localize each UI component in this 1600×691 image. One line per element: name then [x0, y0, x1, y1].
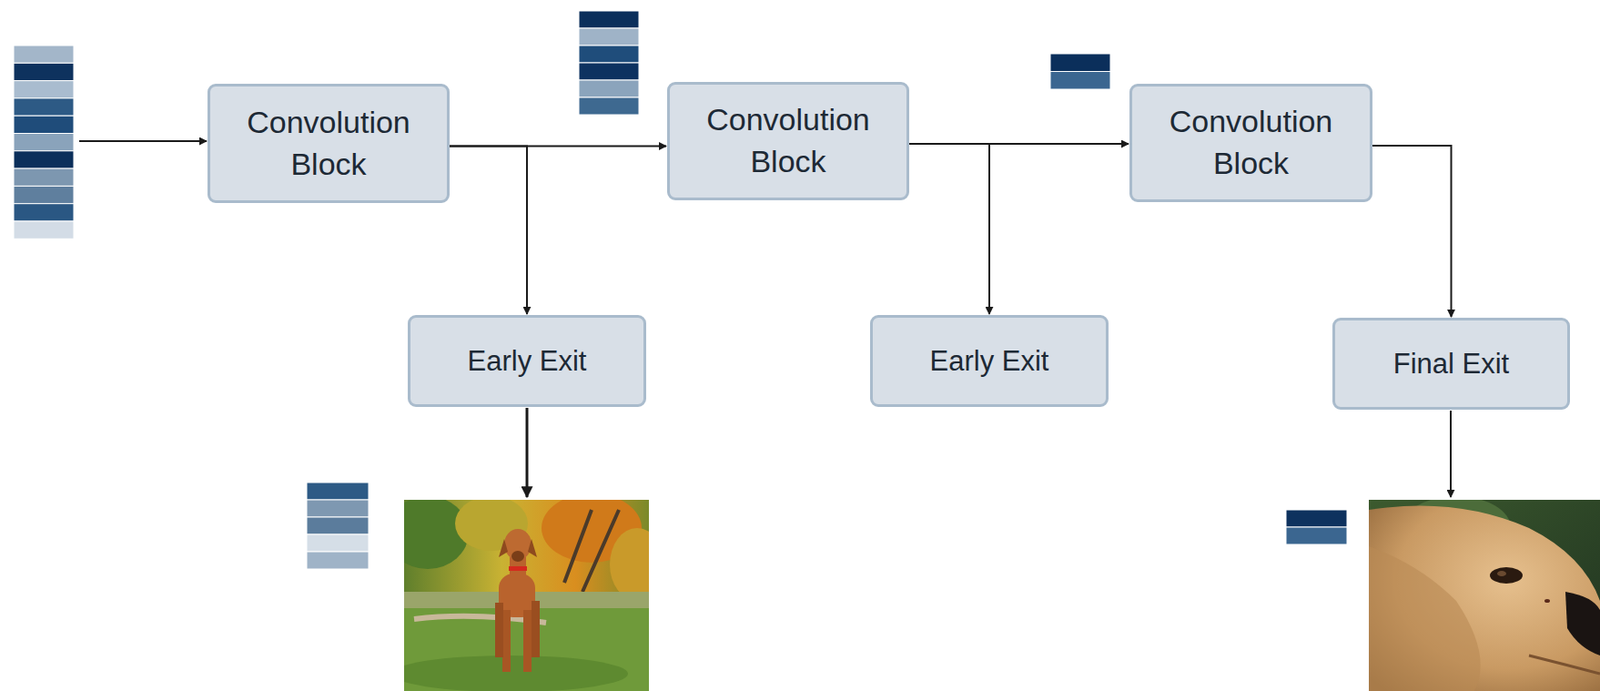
exit-box: Final Exit: [1332, 317, 1570, 410]
exit-box: Early Exit: [407, 314, 647, 407]
node-label: Convolution Block: [1138, 95, 1364, 191]
input-vector: [13, 45, 74, 239]
feature-vector: [1050, 53, 1111, 90]
output-vector: [1286, 509, 1347, 545]
flow-arrow: [449, 146, 527, 315]
exit-box: Early Exit: [870, 314, 1109, 407]
output-arrow: [526, 407, 529, 497]
node-label: Final Exit: [1380, 339, 1522, 389]
process-box: Convolution Block: [1129, 83, 1373, 203]
node-label: Convolution Block: [216, 96, 441, 192]
output-vector: [306, 482, 369, 569]
flow-arrow: [909, 143, 990, 314]
feature-vector: [578, 10, 639, 115]
output-arrow: [1449, 410, 1452, 497]
dog-photo: [404, 499, 649, 691]
process-box: Convolution Block: [667, 81, 910, 201]
node-label: Early Exit: [455, 336, 600, 386]
dog-photo: [1368, 499, 1600, 691]
input-arrow: [79, 140, 207, 142]
flow-arrow: [1372, 145, 1452, 317]
process-box: Convolution Block: [207, 83, 450, 203]
node-label: Early Exit: [917, 336, 1063, 386]
node-label: Convolution Block: [676, 93, 901, 189]
